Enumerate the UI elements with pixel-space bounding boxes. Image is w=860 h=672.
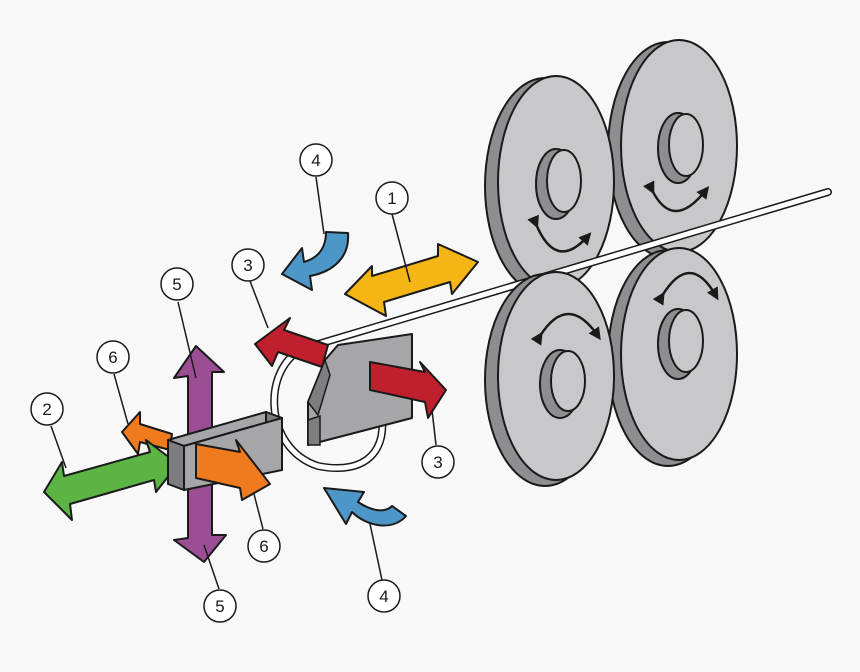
roller-top-right xyxy=(607,39,738,259)
callout-circle xyxy=(375,181,409,215)
callout-circle xyxy=(367,579,401,613)
rotation-arrow-icon xyxy=(530,312,601,346)
arrow-2-traverse-icon xyxy=(43,439,179,521)
callout-label: 2 xyxy=(42,400,51,419)
rotation-arrow-icon xyxy=(652,271,719,306)
wire xyxy=(270,188,832,472)
callout-axis-5-top: 5 xyxy=(160,267,194,301)
callout-label: 4 xyxy=(311,151,320,170)
arrow-1-feed-icon xyxy=(344,243,479,317)
callout-circle xyxy=(247,529,281,563)
callout-axis-3-bottom: 3 xyxy=(421,445,455,479)
arrow-4-rotate-icon xyxy=(323,487,407,527)
callout-label: 4 xyxy=(379,587,388,606)
callout-layer: 1 2 3 3 4 4 5 5 6 6 xyxy=(30,143,455,623)
callout-axis-1: 1 xyxy=(375,181,409,215)
arrow-6-offset-icon xyxy=(195,439,271,501)
callout-circle xyxy=(30,392,64,426)
callout-circle xyxy=(231,248,265,282)
rotation-arrow-icon xyxy=(643,180,710,213)
callout-axis-6-top: 6 xyxy=(96,340,130,374)
callout-axis-4-bottom: 4 xyxy=(367,579,401,613)
callout-label: 5 xyxy=(215,597,224,616)
callout-label: 3 xyxy=(243,256,252,275)
callout-circle xyxy=(299,143,333,177)
callout-label: 6 xyxy=(259,537,268,556)
roller-bottom-left xyxy=(484,271,615,487)
roller-bottom-right xyxy=(607,247,738,467)
arrow-3-translate-icon xyxy=(369,361,447,419)
callout-label: 1 xyxy=(387,189,396,208)
callout-circle xyxy=(96,340,130,374)
callout-axis-5-bottom: 5 xyxy=(203,589,237,623)
callout-axis-2: 2 xyxy=(30,392,64,426)
bending-die xyxy=(307,333,413,446)
callout-label: 5 xyxy=(172,275,181,294)
callout-axis-6-bottom: 6 xyxy=(247,529,281,563)
callout-circle xyxy=(421,445,455,479)
callout-circle xyxy=(160,267,194,301)
callout-circle xyxy=(203,589,237,623)
roller-top-left xyxy=(484,75,615,295)
arrow-3-translate-icon xyxy=(254,317,329,368)
rotation-arrow-icon xyxy=(527,214,592,253)
arrow-6-offset-icon xyxy=(121,411,173,455)
arrow-4-rotate-icon xyxy=(281,231,350,291)
callout-label: 6 xyxy=(108,348,117,367)
callout-leader-lines xyxy=(50,176,437,590)
callout-axis-3-top: 3 xyxy=(231,248,265,282)
callout-label: 3 xyxy=(433,453,442,472)
callout-axis-4-top: 4 xyxy=(299,143,333,177)
